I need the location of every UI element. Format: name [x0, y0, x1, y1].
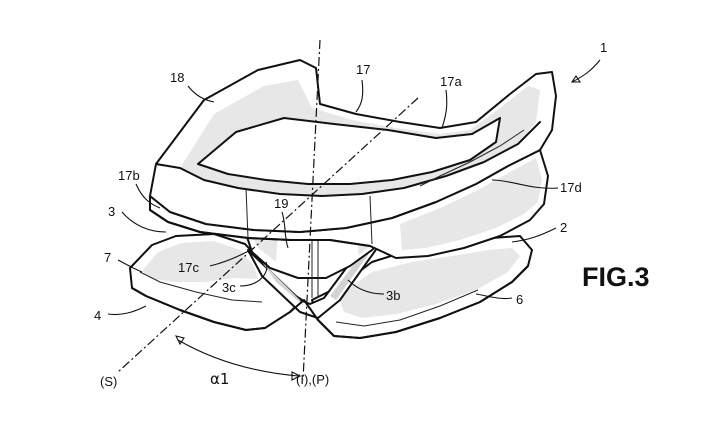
- leader-1: [572, 60, 600, 82]
- label-18: 18: [170, 70, 184, 85]
- label-6: 6: [516, 292, 523, 307]
- label-17: 17: [356, 62, 370, 77]
- label-alpha1: α1: [210, 370, 229, 388]
- label-3b: 3b: [386, 288, 400, 303]
- label-17c: 17c: [178, 260, 199, 275]
- label-4: 4: [94, 308, 101, 323]
- label-s: (S): [100, 374, 117, 389]
- leader-17: [356, 80, 363, 112]
- label-19: 19: [274, 196, 288, 211]
- leader-4: [108, 306, 146, 315]
- label-17b: 17b: [118, 168, 140, 183]
- label-7: 7: [104, 250, 111, 265]
- label-1: 1: [600, 40, 607, 55]
- label-17a: 17a: [440, 74, 462, 89]
- label-i-p: (I),(P): [296, 372, 329, 387]
- angle-arc: [178, 340, 298, 376]
- leader-17a: [442, 90, 447, 128]
- label-3c: 3c: [222, 280, 236, 295]
- label-17d: 17d: [560, 180, 582, 195]
- label-2: 2: [560, 220, 567, 235]
- figure-label: FIG.3: [582, 262, 650, 292]
- label-3: 3: [108, 204, 115, 219]
